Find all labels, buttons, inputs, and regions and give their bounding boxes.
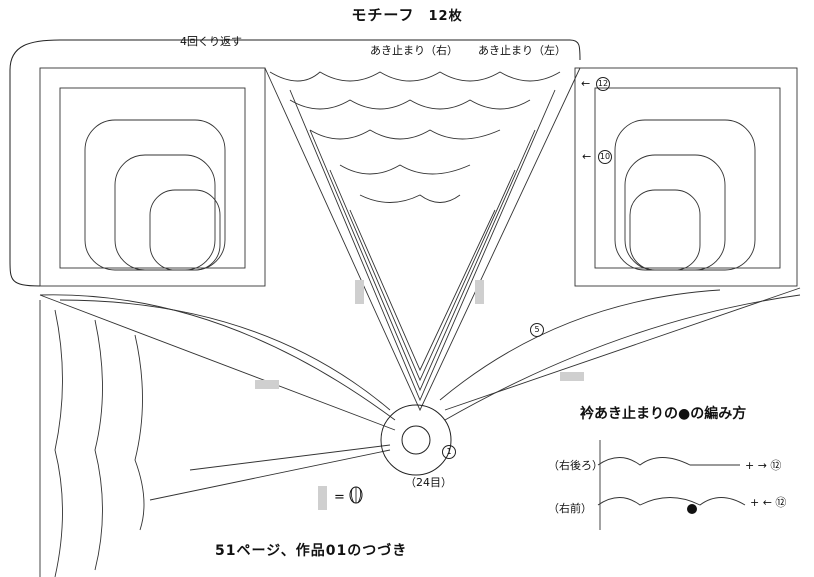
left-square-panel xyxy=(39,67,266,287)
repeat-label: 4回くり返す xyxy=(180,35,242,48)
title-text: モチーフ xyxy=(351,6,415,24)
inset-chart xyxy=(597,440,746,530)
motif-count: 12枚 xyxy=(428,9,463,24)
right-square-panel xyxy=(574,67,798,287)
highlight-marks xyxy=(255,280,584,389)
right-front-label: （右前） xyxy=(548,502,592,515)
open-stop-left-label: あき止まり（左） xyxy=(478,44,566,57)
arrow-left-icon: ← xyxy=(581,77,591,90)
arrow-left-icon: ← xyxy=(582,150,592,163)
repeat-bracket xyxy=(9,39,581,287)
round-5-marker: 5 xyxy=(530,323,544,337)
inset-front-direction: + ← ⑫ xyxy=(750,496,787,509)
puff-stitch-icon xyxy=(349,486,363,504)
legend-equals: = xyxy=(334,490,345,505)
center-stitch-count: （24目） xyxy=(405,476,452,489)
lower-left-wedge xyxy=(39,294,396,577)
lower-right-wedge xyxy=(439,287,801,421)
center-fan xyxy=(264,67,581,412)
round-12-marker: 12 xyxy=(596,77,610,91)
open-stop-right-label: あき止まり（右） xyxy=(370,44,458,57)
round-1-marker: 1 xyxy=(442,445,456,459)
highlight-legend-swatch xyxy=(318,486,327,510)
center-ring xyxy=(380,404,452,476)
continuation-note: 51ページ、作品01のつづき xyxy=(215,543,408,559)
round-10-marker: 10 xyxy=(598,150,612,164)
inset-title: 衿あき止まりの●の編み方 xyxy=(580,406,747,422)
inset-back-direction: + → ⑫ xyxy=(745,459,782,472)
filled-dot-icon xyxy=(687,504,697,514)
right-back-label: （右後ろ） xyxy=(548,459,603,472)
page-title: モチーフ 12枚 xyxy=(0,4,814,25)
